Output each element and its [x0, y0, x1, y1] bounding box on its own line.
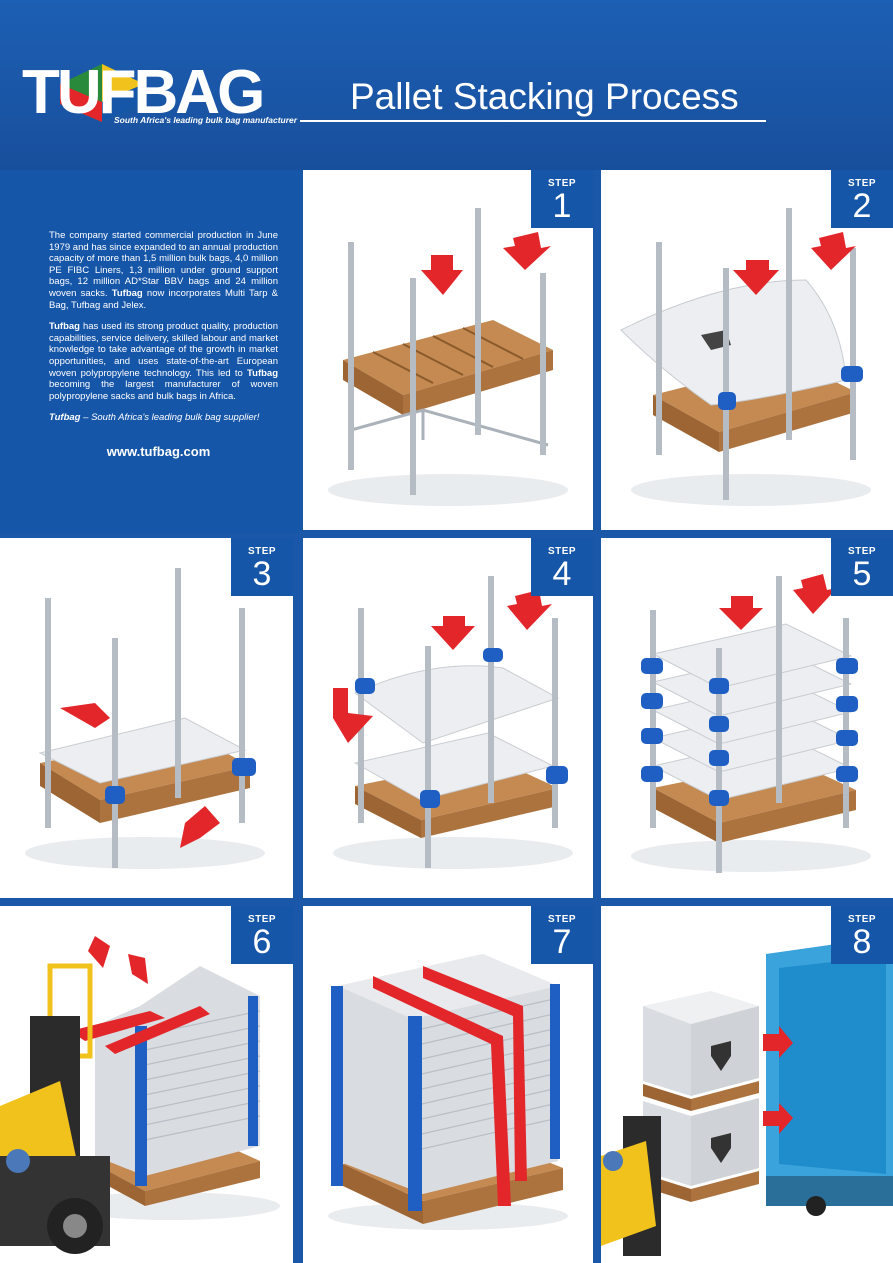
intro-paragraph-1: The company started commercial productio… — [49, 230, 278, 311]
brand-name: Tufbag — [247, 367, 279, 379]
step-number: 6 — [252, 923, 272, 961]
step-panel-3: STEP 3 — [0, 538, 293, 898]
second-bag-placement-illustration — [333, 576, 573, 869]
step-panel-6: STEP 6 — [0, 906, 293, 1263]
intro-text: The company started commercial productio… — [49, 230, 278, 299]
intro-panel: The company started commercial productio… — [0, 170, 300, 533]
bag-clipping-illustration — [25, 568, 265, 869]
intro-tagline: Tufbag – South Africa's leading bulk bag… — [49, 412, 278, 424]
step-panel-5: STEP 5 — [601, 538, 893, 898]
step-panel-4: STEP 4 — [303, 538, 593, 898]
next-step-arrow-icon — [601, 333, 615, 357]
step-badge-5: STEP 5 — [831, 538, 893, 596]
step-badge-4: STEP 4 — [531, 538, 593, 596]
step-number: 4 — [552, 555, 572, 593]
step-number: 8 — [852, 923, 872, 961]
step-number: 5 — [852, 555, 872, 593]
step-number: 1 — [552, 187, 572, 225]
intro-text: becoming the largest manufacturer of wov… — [49, 379, 278, 402]
logo-tagline: South Africa's leading bulk bag manufact… — [114, 115, 298, 125]
intro-paragraph-2: Tufbag has used its strong product quali… — [49, 321, 278, 402]
step-panel-2: STEP 2 — [601, 170, 893, 530]
step-number: 7 — [552, 923, 572, 961]
step-badge-2: STEP 2 — [831, 170, 893, 228]
stack-building-illustration — [631, 574, 871, 873]
next-step-arrow-icon — [601, 1072, 615, 1096]
brand-name: Tufbag — [111, 287, 143, 299]
step-badge-3: STEP 3 — [231, 538, 293, 596]
first-bag-placement-illustration — [620, 208, 871, 506]
tufbag-logo[interactable]: TUFBAG South Africa's leading bulk bag m… — [22, 58, 297, 130]
forklift-lifting-illustration — [0, 936, 280, 1254]
step-label: STEP — [547, 546, 577, 557]
step-number: 3 — [252, 555, 272, 593]
step-label: STEP — [847, 914, 877, 925]
step-label: STEP — [547, 178, 577, 189]
step-label: STEP — [247, 914, 277, 925]
intro-text: now incorporates Multi Tarp & Bag, Tufba… — [49, 287, 279, 311]
next-step-arrow-icon — [303, 1072, 317, 1096]
page-title: Pallet Stacking Process — [300, 74, 766, 122]
step-panel-7: STEP 7 — [303, 906, 593, 1263]
step-label: STEP — [847, 546, 877, 557]
empty-pallet-frame-illustration — [328, 208, 568, 506]
brand-name: Tufbag — [49, 412, 81, 424]
step-badge-7: STEP 7 — [531, 906, 593, 964]
next-step-arrow-icon — [303, 703, 317, 727]
intro-text: – South Africa's leading bulk bag suppli… — [83, 412, 260, 424]
step-label: STEP — [547, 914, 577, 925]
brand-name: Tufbag — [49, 321, 80, 333]
header: TUFBAG South Africa's leading bulk bag m… — [0, 0, 893, 170]
step-badge-1: STEP 1 — [531, 170, 593, 228]
website-link[interactable]: www.tufbag.com — [106, 443, 211, 459]
step-badge-8: STEP 8 — [831, 906, 893, 964]
logo-wordmark: TUFBAG — [22, 58, 265, 127]
step-label: STEP — [247, 546, 277, 557]
strapped-stack-illustration — [328, 954, 568, 1230]
step-badge-6: STEP 6 — [231, 906, 293, 964]
next-step-arrow-icon — [601, 703, 615, 727]
step-label: STEP — [847, 178, 877, 189]
step-panel-1: STEP 1 — [303, 170, 593, 530]
intro-text: has used its strong product quality, pro… — [49, 321, 278, 379]
step-panel-8: STEP 8 — [601, 906, 893, 1263]
step-number: 2 — [852, 187, 872, 225]
logo-emblem-icon — [60, 64, 144, 122]
truck-loading-illustration — [601, 936, 893, 1256]
